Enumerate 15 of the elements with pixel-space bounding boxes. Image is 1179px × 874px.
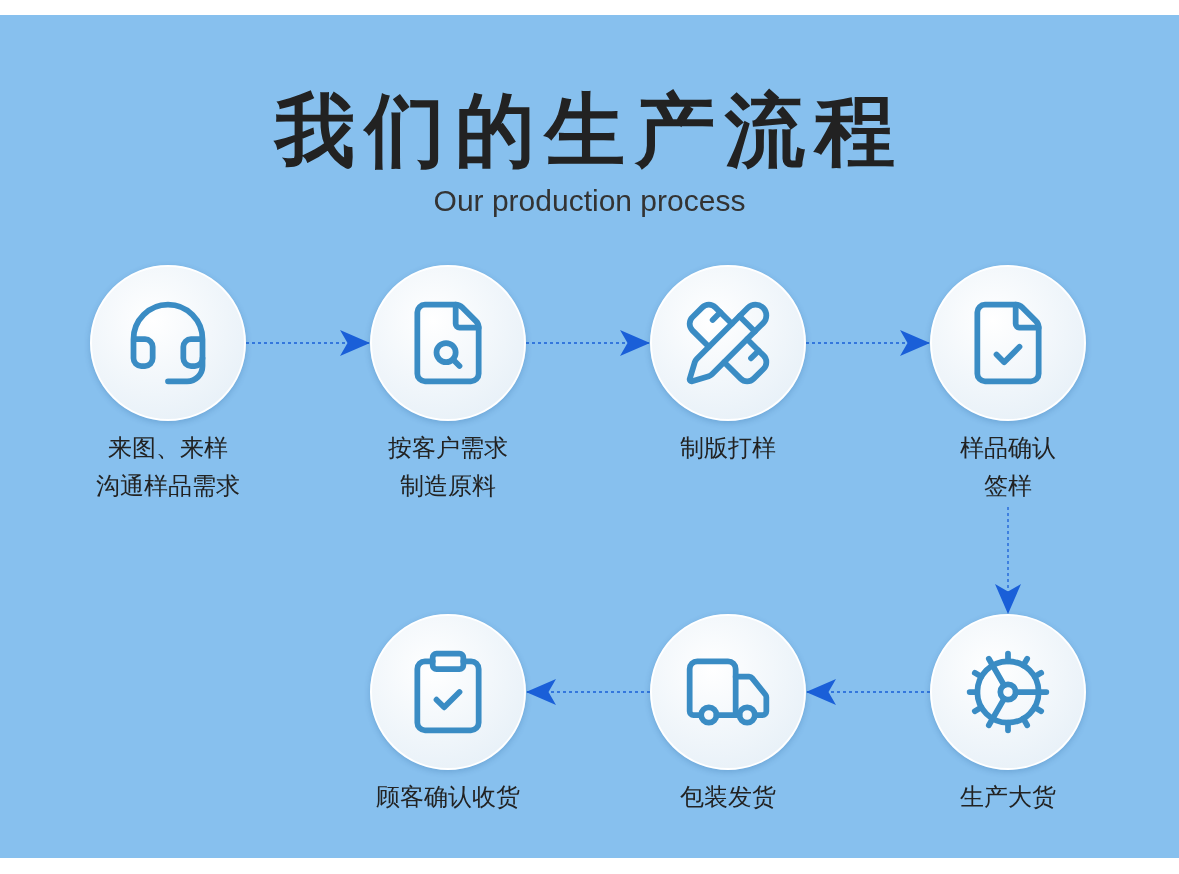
dotted-arrow: [245, 330, 371, 356]
step-label: 包装发货: [679, 782, 777, 813]
dotted-arrow: [805, 330, 931, 356]
step-label: 生产大货: [959, 782, 1057, 813]
dotted-arrow: [525, 330, 651, 356]
subtitle: Our production process: [432, 184, 747, 218]
title: 我们的生产流程: [273, 83, 906, 179]
step-label: 样品确认签样: [959, 433, 1057, 502]
step-label: 来图、来样沟通样品需求: [95, 433, 241, 502]
step-label: 制版打样: [679, 433, 777, 464]
dotted-arrow: [525, 679, 651, 705]
dotted-arrow: [995, 506, 1021, 615]
step-label: 按客户需求制造原料: [387, 433, 509, 502]
step-label: 顾客确认收货: [375, 782, 521, 813]
dotted-arrow: [805, 679, 931, 705]
